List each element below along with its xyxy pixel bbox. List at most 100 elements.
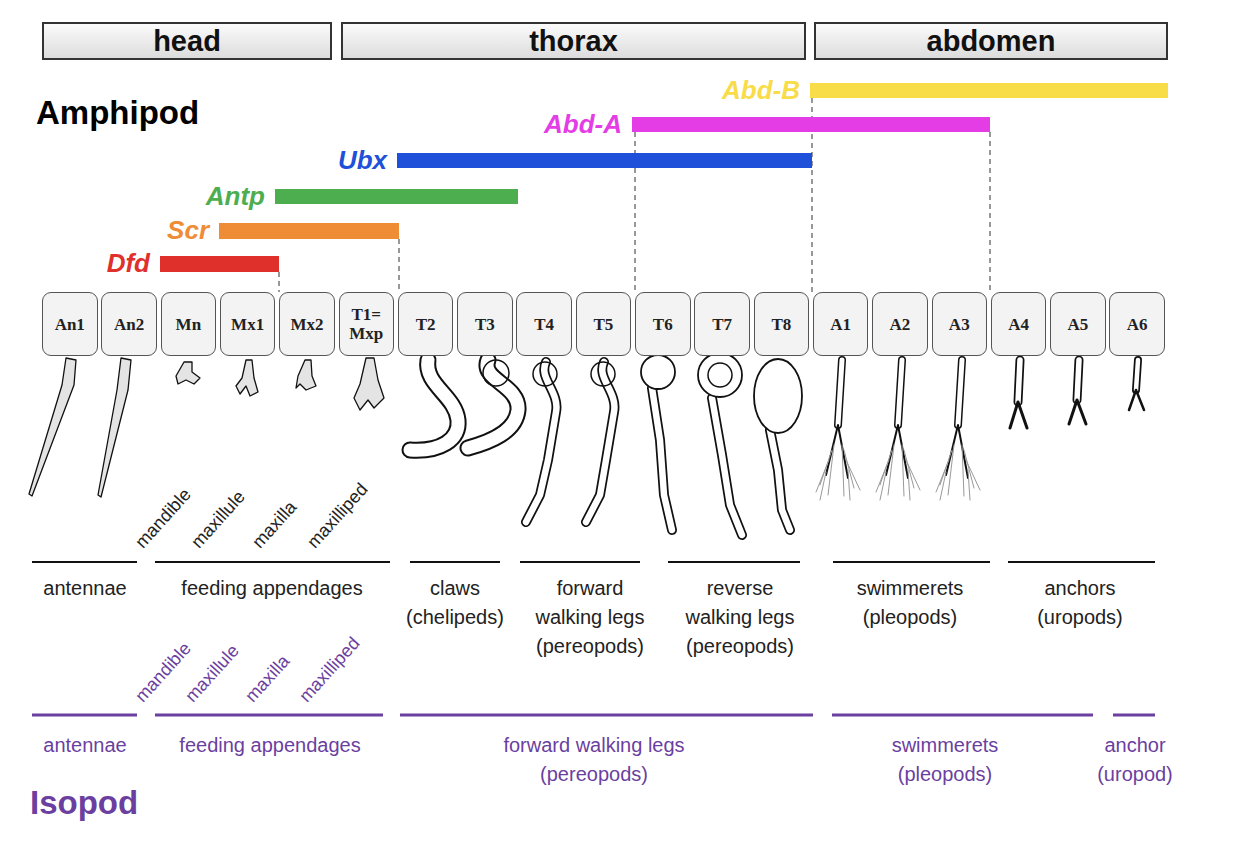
segment-box: T3 <box>457 292 513 356</box>
setae <box>936 445 980 500</box>
pleopod-stalk <box>838 360 842 425</box>
appendage-label: mandible <box>131 484 195 552</box>
gene-label: Scr <box>167 215 209 246</box>
gene-label: Abd-A <box>544 108 622 139</box>
group-underline <box>32 561 137 563</box>
pleopod-stalk <box>898 360 902 425</box>
leg-drawing <box>526 362 556 522</box>
segment-label: T1= Mxp <box>342 305 392 343</box>
segment-label: T6 <box>653 315 673 334</box>
segment-label: T4 <box>534 315 554 334</box>
pleopod-drawing <box>816 360 860 500</box>
segment-label: Mx1 <box>231 315 264 334</box>
leg-drawing <box>526 362 556 522</box>
leg-drawing <box>586 362 614 522</box>
gene-label: Ubx <box>338 144 387 175</box>
dashed-line <box>278 272 280 292</box>
segment-box: A2 <box>872 292 928 356</box>
hox-bar: Ubx <box>397 153 812 168</box>
group-underline <box>155 714 383 717</box>
gill-drawing <box>698 353 742 397</box>
head-appendages <box>29 358 384 497</box>
appendage-label: maxilliped <box>303 479 371 552</box>
segment-box: T2 <box>398 292 454 356</box>
appendage-label: maxilla <box>241 651 293 706</box>
maxillule-drawing <box>236 360 258 396</box>
dashed-line <box>989 132 991 292</box>
segment-label: A2 <box>890 315 911 334</box>
group-underline <box>410 561 500 563</box>
pleopod-stalk <box>958 360 962 425</box>
organism-label: Amphipod <box>36 94 256 132</box>
gene-label: Antp <box>206 180 265 211</box>
group-label: claws (chelipeds) <box>395 574 515 632</box>
region-label: head <box>153 25 221 58</box>
pleopod-drawing <box>876 360 920 500</box>
claw-drawing <box>468 360 518 448</box>
uropod-rami <box>1129 390 1144 410</box>
leg-drawing <box>770 430 790 530</box>
pleopods <box>816 360 980 500</box>
segment-box: T1= Mxp <box>339 292 395 356</box>
segment-box: An2 <box>101 292 157 356</box>
group-label: feeding appendages <box>150 731 390 760</box>
setae <box>816 445 860 500</box>
segment-label: Mx2 <box>290 315 323 334</box>
segment-label: T2 <box>416 315 436 334</box>
segment-box: A4 <box>991 292 1047 356</box>
setae <box>876 445 920 500</box>
organism-label: Isopod <box>30 784 250 822</box>
group-label: anchors (uropods) <box>1020 574 1140 632</box>
group-label: anchor (uropod) <box>1085 731 1185 789</box>
claw-drawing <box>410 360 458 450</box>
segment-box: A5 <box>1050 292 1106 356</box>
segment-label: An2 <box>114 315 144 334</box>
segment-label: A6 <box>1127 315 1148 334</box>
region-label: thorax <box>529 25 618 58</box>
segment-box: A1 <box>813 292 869 356</box>
segment-box: A6 <box>1109 292 1165 356</box>
segment-label: An1 <box>55 315 85 334</box>
gene-label: Abd-B <box>722 74 800 105</box>
hox-bar: Scr <box>219 223 399 239</box>
group-underline <box>32 714 137 717</box>
thoracic-legs <box>410 353 802 535</box>
gill-drawing <box>641 355 675 389</box>
uropod-stalk <box>1018 360 1020 402</box>
group-underline <box>833 561 990 563</box>
segment-box: T5 <box>576 292 632 356</box>
antenna-drawing <box>98 358 131 497</box>
appendage-label: maxillule <box>187 487 249 552</box>
segment-label: T5 <box>594 315 614 334</box>
mandible-drawing <box>176 362 200 384</box>
group-underline <box>1113 714 1155 717</box>
appendage-label: maxilla <box>248 497 300 552</box>
coxa-drawing <box>533 362 557 386</box>
segment-label: A1 <box>830 315 851 334</box>
header-band: abdomen <box>814 22 1168 60</box>
coxa-drawing <box>483 360 509 386</box>
hox-bar: Abd-B <box>810 83 1168 98</box>
segment-box: Mn <box>161 292 217 356</box>
coxa-drawing <box>591 362 615 386</box>
hox-bar: Abd-A <box>632 117 990 132</box>
uropod-stalk <box>1136 360 1138 390</box>
segment-label: T7 <box>712 315 732 334</box>
pleopod-drawing <box>936 360 980 500</box>
uropod-drawing <box>1010 360 1027 428</box>
group-label: forward walking legs (pereopods) <box>525 574 655 661</box>
segment-label: A3 <box>949 315 970 334</box>
leg-drawing <box>652 388 672 530</box>
group-label: reverse walking legs (pereopods) <box>675 574 805 661</box>
gill-drawing <box>708 363 732 387</box>
uropod-rami <box>1069 400 1086 424</box>
segment-label: T8 <box>771 315 791 334</box>
group-label: antennae <box>25 574 145 603</box>
group-underline <box>155 561 390 563</box>
uropod-drawing <box>1129 360 1144 410</box>
group-underline <box>1008 561 1155 563</box>
group-underline <box>520 561 640 563</box>
header-band: thorax <box>341 22 806 60</box>
isopod-underlines <box>32 714 1155 717</box>
